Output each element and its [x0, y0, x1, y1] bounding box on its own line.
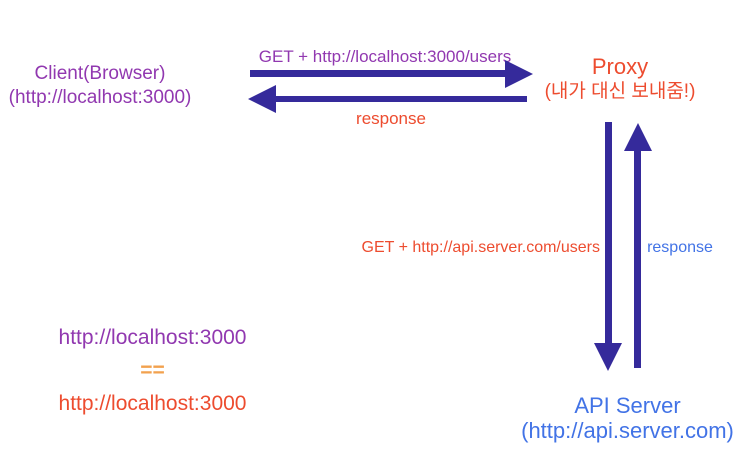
- api-to-proxy-response-label: response: [647, 239, 713, 256]
- api-server-url: (http://api.server.com): [521, 418, 734, 443]
- equivalence-operator: ==: [140, 359, 165, 382]
- proxy-to-api-arrow-shaft: [605, 122, 612, 345]
- arrow-right-icon: [505, 60, 533, 88]
- url-equivalence-note: http://localhost:3000 == http://localhos…: [30, 321, 275, 420]
- proxy-to-client-arrow-shaft: [274, 96, 527, 102]
- client-to-proxy-arrow-shaft: [250, 70, 507, 77]
- arrow-left-icon: [248, 85, 276, 113]
- equivalence-url-proxied: http://localhost:3000: [58, 392, 247, 415]
- client-url: (http://localhost:3000): [8, 87, 192, 108]
- client-node: Client(Browser) (http://localhost:3000): [0, 62, 200, 110]
- api-to-proxy-arrow-shaft: [634, 149, 641, 368]
- proxy-caption: (내가 대신 보내줌!): [544, 81, 696, 102]
- api-server-title: API Server: [574, 393, 681, 418]
- arrow-up-icon: [624, 123, 652, 151]
- proxy-to-client-response-label: response: [356, 109, 426, 128]
- proxy-to-api-request-label: GET + http://api.server.com/users: [361, 239, 600, 256]
- proxy-node: Proxy (내가 대신 보내줌!): [505, 54, 735, 104]
- client-title: Client(Browser): [34, 63, 166, 84]
- client-to-proxy-request-label: GET + http://localhost:3000/users: [258, 47, 512, 66]
- equivalence-url-client: http://localhost:3000: [58, 326, 247, 349]
- arrow-down-icon: [594, 343, 622, 371]
- api-server-node: API Server (http://api.server.com): [505, 393, 750, 443]
- proxy-title: Proxy: [591, 54, 649, 79]
